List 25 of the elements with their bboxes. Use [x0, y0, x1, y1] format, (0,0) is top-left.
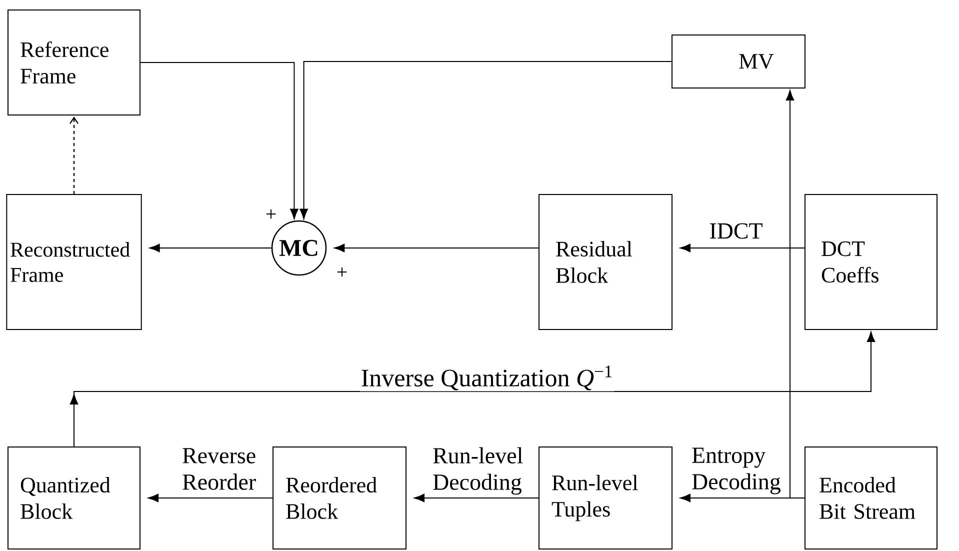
- arrow: [680, 244, 805, 252]
- sign-label: +: [266, 209, 276, 219]
- process-box: Reordered Block: [272, 446, 406, 550]
- process-box: Residual Block: [538, 194, 672, 330]
- arrow: [70, 116, 78, 194]
- arrow: [149, 244, 272, 252]
- arrow: [148, 494, 273, 502]
- process-box: Quantized Block: [8, 446, 140, 550]
- process-box: Reconstructed Frame: [6, 194, 142, 330]
- arrow: [140, 62, 298, 220]
- process-box: DCT Coeffs: [804, 194, 938, 330]
- edge-label: Inverse Quantization Q$^{−1}$: [360, 364, 614, 392]
- arrow: [334, 244, 539, 252]
- edge-label: Reverse Reorder: [181, 447, 263, 491]
- process-box: Reference Frame: [8, 10, 140, 116]
- process-box: MV: [672, 34, 806, 88]
- edge-label: Run-level Decoding: [432, 446, 528, 496]
- process-box: Run-level Tuples: [538, 446, 672, 550]
- arrow: [414, 494, 539, 502]
- edge-label: Entropy Decoding: [690, 446, 788, 496]
- arrow: [300, 61, 672, 220]
- process-box: Encoded Bit Stream: [804, 446, 938, 550]
- arrow: [70, 332, 876, 447]
- sign-label: +: [337, 267, 347, 277]
- edge-label: IDCT: [708, 222, 764, 240]
